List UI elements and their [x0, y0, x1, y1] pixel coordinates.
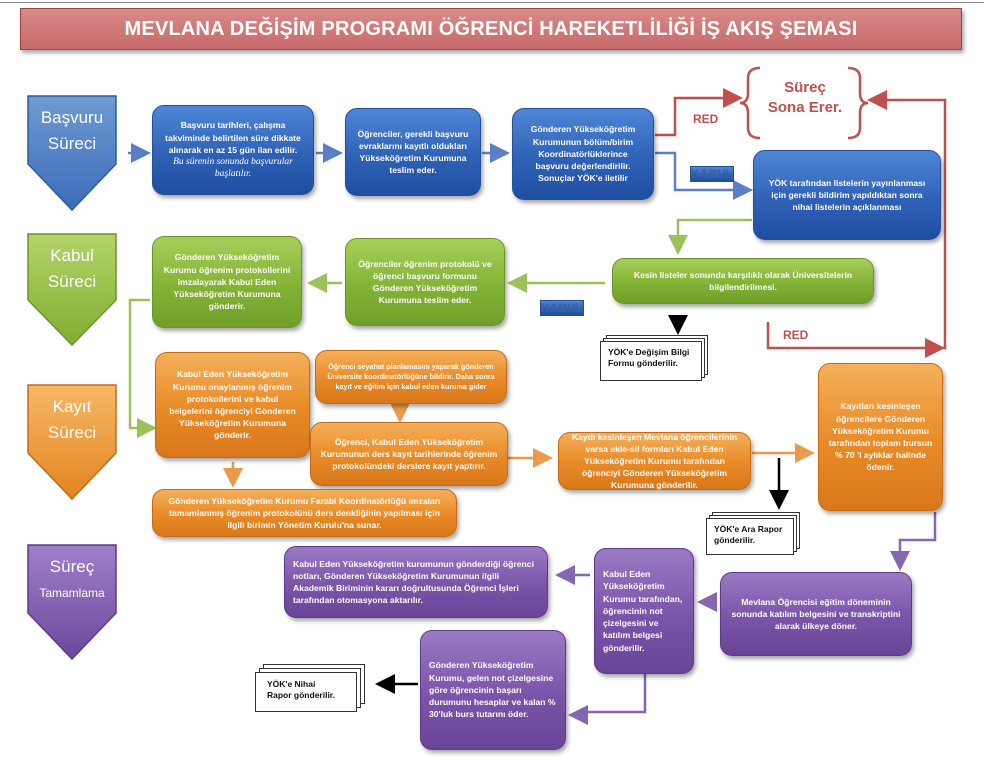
step-evrak-teslim-text: Öğrenciler, gerekli başvuru evraklarını … — [357, 128, 469, 176]
step-protokol-imza-text: Gönderen Yükseköğretim Kurumu öğrenim pr… — [163, 252, 291, 312]
step-degerlendirme-text2: Sonuçlar YÖK'e iletilir — [538, 173, 628, 184]
doc-ara-rapor-text: YÖK'e Ara Rapor gönderilir. — [714, 524, 783, 545]
step-not-cizelgesi: Kabul Eden Yükseköğretim Kurumu tarafınd… — [594, 548, 694, 674]
stage-kayit-line1: Kayıt — [52, 397, 92, 416]
label-red-top: RED — [693, 112, 719, 126]
step-ders-kayit: Öğrenci, Kabul Eden Yükseköğretim Kurumu… — [310, 422, 508, 486]
step-evrak-teslim: Öğrenciler, gerekli başvuru evraklarını … — [345, 108, 481, 196]
stage-basvuru-shape — [27, 95, 117, 212]
step-ekle-sil: Kaydı kesinleşen Mevlana öğrencilerinin … — [558, 432, 751, 490]
arrow-g3-o1 — [128, 298, 157, 438]
step-ekle-sil-text: Kaydı kesinleşen Mevlana öğrencilerinin … — [571, 431, 738, 491]
step-burs-70-text: Kayıtları kesinleşen öğrencilere Göndere… — [828, 401, 933, 473]
doc-nihai-rapor-text: YÖK'e Nihai Rapor gönderilir. — [267, 679, 336, 700]
step-protokol-imza: Gönderen Yükseköğretim Kurumu öğrenim pr… — [152, 236, 302, 328]
stage-tamamlama: Süreç Tamamlama — [26, 543, 118, 661]
doc-ara-rapor-sheet-front — [706, 518, 794, 555]
stage-basvuru: Başvuru Süreci — [26, 94, 118, 212]
label-red-bottom: RED — [783, 328, 809, 342]
step-otomasyon-text: Kabul Eden Yükseköğretim kurumunun gönde… — [293, 558, 534, 606]
step-kesin-liste: Kesin listeler sonunda karşılıklı olarak… — [612, 258, 874, 304]
stage-tamamlama-shape — [27, 544, 117, 661]
doc-nihai-rapor: YÖK'e Nihai Rapor gönderilir. — [255, 664, 367, 712]
arrow-p2-p4 — [568, 672, 647, 725]
stage-kayit-shape — [27, 384, 117, 501]
arrow-b4-g1 — [668, 218, 752, 255]
end-label-line2: Sona Erer. — [767, 99, 843, 116]
arrow-red-loop — [766, 90, 947, 350]
step-donus: Mevlana Öğrencisi eğitim döneminin sonun… — [720, 572, 912, 656]
stage-tamamlama-line2: Tamamlama — [39, 586, 105, 600]
doc-degisim-bilgi-sheet-front — [600, 341, 702, 381]
doc-degisim-bilgi: YÖK'e Değişim Bilgi Formu gönderilir. — [600, 335, 710, 381]
end-brace-left — [739, 66, 761, 140]
step-basvuru-ilan-note: Bu sürenin sonunda başvurular başlatılır… — [173, 157, 293, 180]
step-kabul-belgesi-text: Kabul Eden Yükseköğretim Kurumu onaylanm… — [169, 369, 296, 441]
stage-kabul: Kabul Süreci — [26, 232, 118, 347]
step-basvuru-ilan-text: Başvuru tarihleri, çalışma takviminde be… — [165, 120, 301, 155]
end-brace-right — [847, 66, 869, 140]
step-protokol-teslim-text: Öğrenciler öğrenim protokolü ve öğrenci … — [358, 258, 492, 306]
stage-kayit-line2: Süreci — [47, 423, 97, 442]
end-label: Süreç Sona Erer. — [755, 78, 855, 118]
label-kabul-top: KABUL — [690, 166, 734, 182]
step-kesin-liste-text: Kesin listeler sonunda karşılıklı olarak… — [633, 269, 853, 292]
step-otomasyon: Kabul Eden Yükseköğretim kurumunun gönde… — [284, 546, 548, 618]
step-not-cizelgesi-text: Kabul Eden Yükseköğretim Kurumu tarafınd… — [603, 569, 683, 653]
stage-basvuru-line2: Süreci — [47, 134, 97, 153]
doc-degisim-bilgi-text: YÖK'e Değişim Bilgi Formu gönderilir. — [608, 347, 690, 368]
step-yok-liste: YÖK tarafından listelerin yayınlanması i… — [753, 150, 941, 240]
page-title: MEVLANA DEĞİŞİM PROGRAMI ÖĞRENCİ HAREKET… — [124, 17, 858, 40]
label-kabul-mid: KABUL — [540, 300, 584, 316]
arrow-b3-red-end — [655, 88, 743, 137]
step-basvuru-ilan: Başvuru tarihleri, çalışma takviminde be… — [152, 105, 314, 195]
stage-kabul-line1: Kabul — [50, 246, 94, 265]
step-kabul-belgesi: Kabul Eden Yükseköğretim Kurumu onaylanm… — [155, 352, 310, 458]
stage-kabul-shape — [27, 233, 117, 347]
step-degerlendirme-text: Gönderen Yükseköğretim Kurumunun bölüm/b… — [530, 124, 636, 172]
end-label-line1: Süreç — [784, 79, 826, 96]
doc-ara-rapor: YÖK'e Ara Rapor gönderilir. — [706, 512, 802, 555]
doc-nihai-rapor-sheet-front — [255, 672, 357, 712]
arrow-o5-p1 — [890, 512, 937, 571]
step-burs-30-text: Gönderen Yükseköğretim Kurumu, gelen not… — [429, 660, 556, 720]
step-donus-text: Mevlana Öğrencisi eğitim döneminin sonun… — [731, 596, 901, 632]
title-banner: MEVLANA DEĞİŞİM PROGRAMI ÖĞRENCİ HAREKET… — [20, 8, 962, 50]
step-protokol-teslim: Öğrenciler öğrenim protokolü ve öğrenci … — [345, 238, 505, 326]
step-burs-70: Kayıtları kesinleşen öğrencilere Göndere… — [818, 363, 943, 511]
step-seyahat: Öğrenci seyahat planlamasını yaparak gön… — [315, 350, 507, 404]
step-farabi: Gönderen Yükseköğretim Kurumu Farabi Koo… — [152, 489, 457, 537]
step-burs-30: Gönderen Yükseköğretim Kurumu, gelen not… — [420, 630, 566, 750]
step-degerlendirme: Gönderen Yükseköğretim Kurumunun bölüm/b… — [512, 108, 654, 200]
top-rule — [0, 2, 984, 3]
step-ders-kayit-text: Öğrenci, Kabul Eden Yükseköğretim Kurumu… — [320, 436, 498, 472]
arrow-b3-kabul-b4 — [655, 151, 753, 200]
step-seyahat-text: Öğrenci seyahat planlamasını yaparak gön… — [327, 362, 495, 391]
step-farabi-text: Gönderen Yükseköğretim Kurumu Farabi Koo… — [168, 495, 441, 531]
stage-kabul-line2: Süreci — [47, 272, 97, 291]
stage-basvuru-line1: Başvuru — [40, 108, 104, 127]
stage-kayit: Kayıt Süreci — [26, 383, 118, 501]
stage-tamamlama-line1: Süreç — [49, 557, 95, 576]
step-yok-liste-text: YÖK tarafından listelerin yayınlanması i… — [768, 177, 926, 213]
